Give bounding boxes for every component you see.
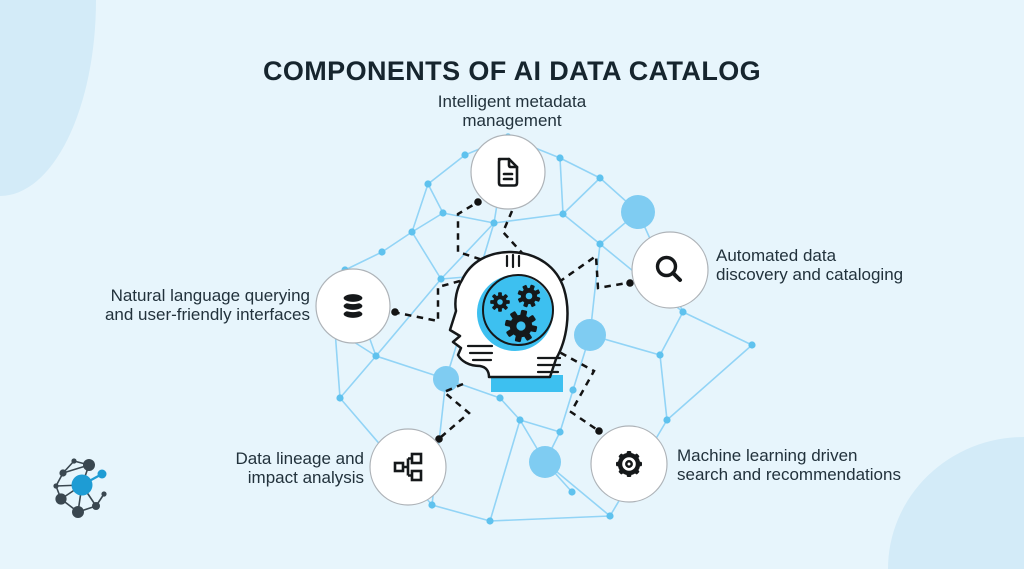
component-node-top <box>470 134 546 210</box>
search-icon <box>655 255 682 282</box>
brain-gears <box>490 281 544 346</box>
page-title: COMPONENTS OF AI DATA CATALOG <box>262 56 762 86</box>
document-icon <box>497 157 519 187</box>
ai-head-illustration <box>448 250 569 392</box>
component-node-bottom-right <box>590 425 668 503</box>
network-logo <box>53 458 107 518</box>
label-intelligent-metadata: Intelligent metadata management <box>437 92 587 131</box>
label-data-lineage: Data lineage and impact analysis <box>235 449 364 488</box>
database-icon <box>341 291 365 321</box>
component-node-right <box>631 231 709 309</box>
component-node-left <box>315 268 391 344</box>
label-machine-learning-search: Machine learning driven search and recom… <box>677 446 901 485</box>
head-base <box>491 375 563 392</box>
lineage-icon <box>393 452 423 482</box>
gear-icon <box>616 451 642 477</box>
connector-end-dots <box>391 198 634 443</box>
dashed-connectors <box>397 200 628 438</box>
component-node-bottom-left <box>369 428 447 506</box>
label-natural-language-querying: Natural language querying and user-frien… <box>104 286 310 325</box>
label-automated-data-discovery: Automated data discovery and cataloging <box>716 246 904 285</box>
brain-circle-outline <box>482 274 554 346</box>
head-hatch-marks <box>466 253 562 374</box>
